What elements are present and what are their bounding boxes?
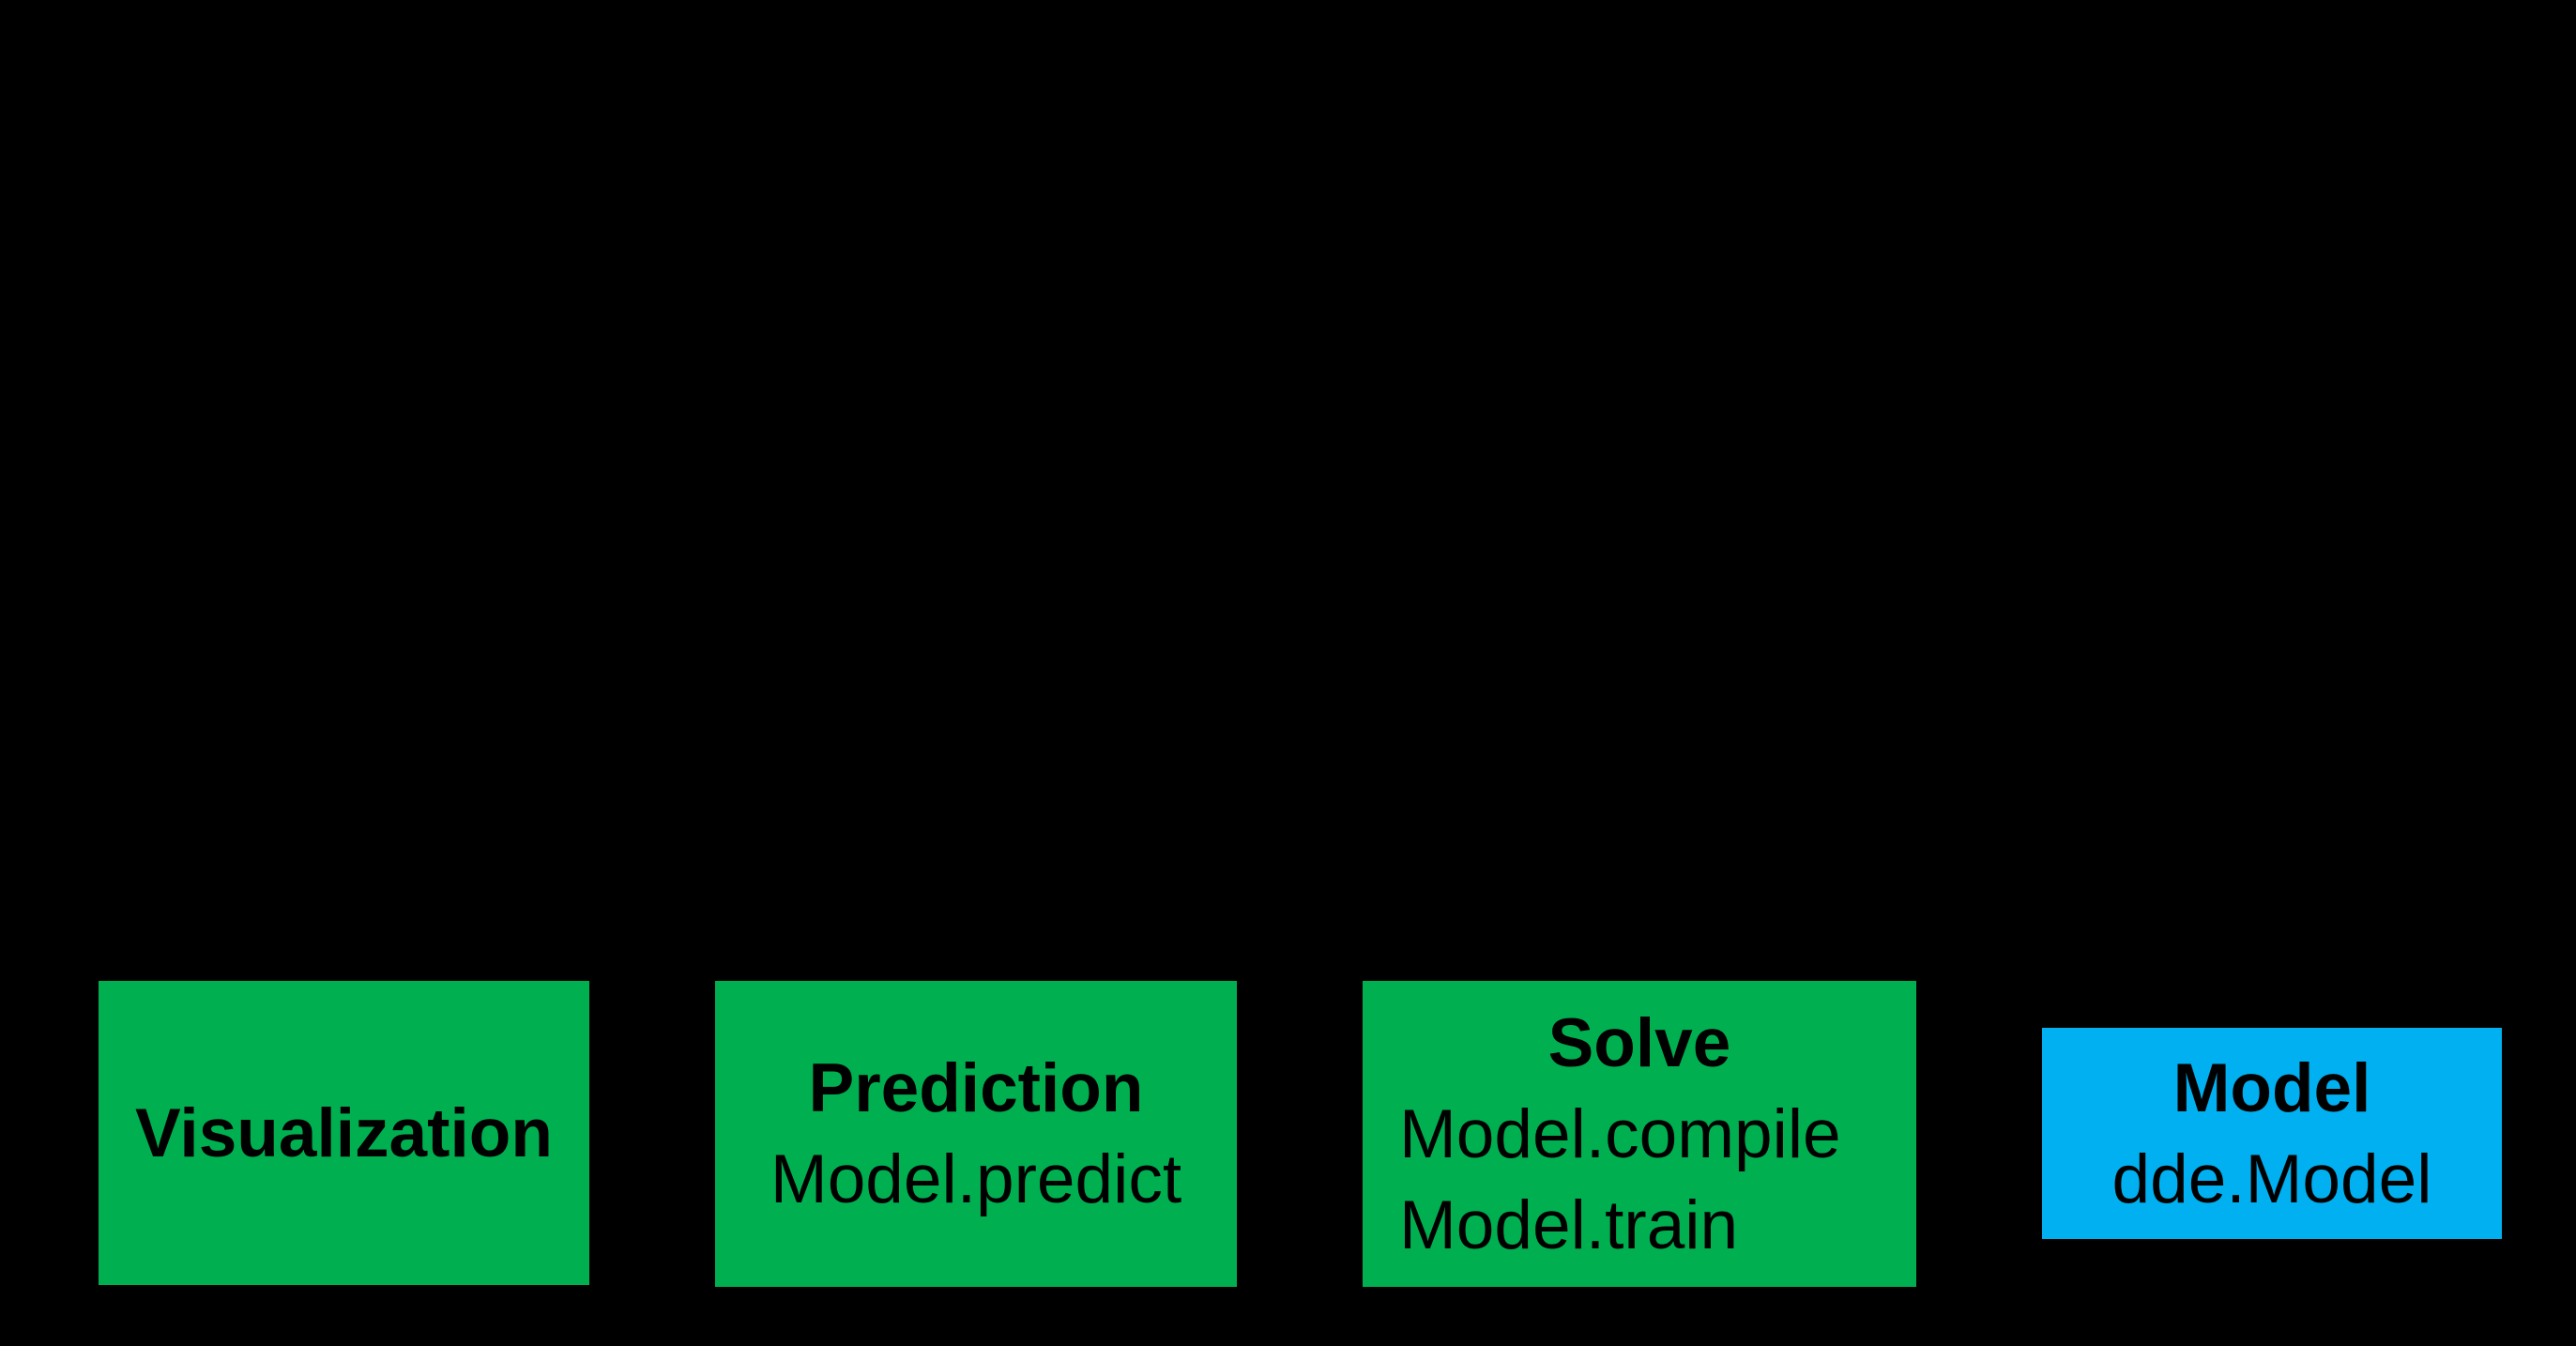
solve-box-title: Solve	[1547, 1004, 1731, 1081]
prediction-box-title: Prediction	[808, 1050, 1144, 1126]
visualization-box: Visualization	[99, 981, 589, 1285]
visualization-box-title: Visualization	[135, 1094, 553, 1171]
solve-box-code-line-train: Model.train	[1399, 1186, 1739, 1263]
prediction-box: Prediction Model.predict	[715, 981, 1237, 1287]
prediction-box-code-line: Model.predict	[770, 1141, 1182, 1217]
solve-box: Solve Model.compile Model.train	[1363, 981, 1916, 1287]
model-box-code-line: dde.Model	[2111, 1140, 2432, 1217]
model-box: Model dde.Model	[2042, 1028, 2502, 1239]
solve-box-code-line-compile: Model.compile	[1399, 1095, 1841, 1172]
model-box-title: Model	[2172, 1049, 2371, 1126]
